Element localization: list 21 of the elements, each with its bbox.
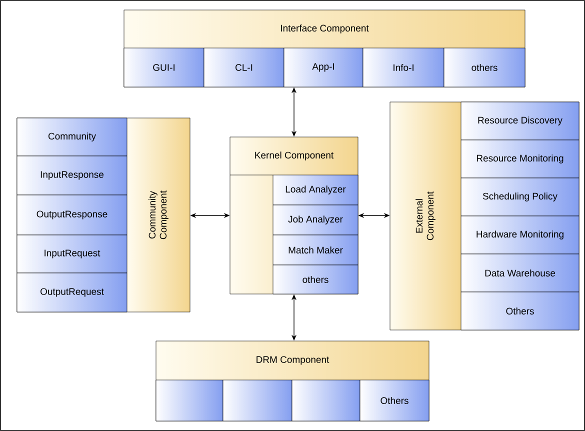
module-cell: others [444,48,526,88]
module-cell: Resource Discovery [460,102,580,140]
module-cell: Scheduling Policy [460,178,580,216]
module-cell: Community [16,118,128,156]
module-cell: InputRequest [16,234,128,274]
module-cell: CL-I [204,48,284,88]
module-cell: Load Analyzer [272,174,358,206]
module-cell: Info-I [362,48,444,88]
module-cell: Others [460,292,580,330]
module-cell: OutputRequest [16,272,128,312]
module-cell: InputResponse [16,156,128,196]
module-cell: Data Warehouse [460,254,580,292]
module-cell: others [272,264,358,294]
module-cell: Job Analyzer [272,204,358,236]
module-cell: Resource Monitoring [460,140,580,178]
module-cell: OutputResponse [16,194,128,236]
module-cell: Match Maker [272,234,358,266]
module-cell: Hardware Monitoring [460,216,580,254]
module-cell: GUI-I [124,48,204,88]
module-cell: Others [360,380,430,422]
module-cell: App-I [284,48,364,88]
